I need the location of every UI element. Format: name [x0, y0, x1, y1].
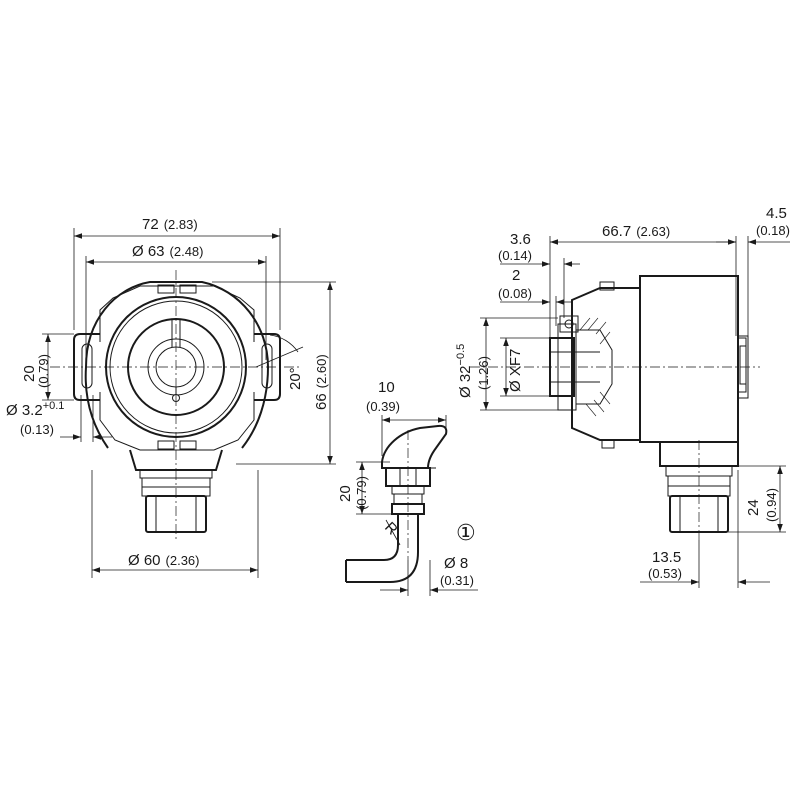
dim-dia-3-2: Ø 3.2+0.1	[6, 400, 64, 419]
dim-72: 72(2.83)	[142, 216, 198, 233]
cable-dim-dia-8-in: (0.31)	[440, 573, 474, 588]
dim-angle-20: 20°	[287, 367, 304, 390]
dim-24-in: (0.94)	[764, 488, 779, 522]
dim-66-7: 66.7(2.63)	[602, 223, 670, 240]
side-view: 66.7(2.63) 4.5 (0.18) 3.6 (0.14) 2 (0.08…	[455, 205, 790, 588]
dim-2: 2	[512, 267, 520, 284]
dim-3-6: 3.6	[510, 231, 531, 248]
dim-dia-60: Ø 60(2.36)	[128, 552, 200, 569]
dim-20: 20	[21, 365, 38, 382]
dim-20-in: (0.79)	[36, 354, 51, 388]
dim-4-5-in: (0.18)	[756, 223, 790, 238]
dim-24: 24	[745, 499, 762, 516]
note-marker-1: ①	[456, 521, 476, 546]
dim-dia-32: Ø 32−0.5	[455, 344, 474, 398]
dim-dia-3-2-in: (0.13)	[20, 422, 54, 437]
dim-dia-xf7: Ø XF7	[507, 349, 524, 392]
dim-13-5: 13.5	[652, 549, 681, 566]
cable-dim-20: 20	[337, 485, 354, 502]
dim-13-5-in: (0.53)	[648, 566, 682, 581]
dim-dia-63: Ø 63(2.48)	[132, 243, 204, 260]
dim-dia-32-in: (1.26)	[476, 356, 491, 390]
cable-dim-10-in: (0.39)	[366, 399, 400, 414]
cable-dim-10: 10	[378, 379, 395, 396]
cable-dim-dia-8: Ø 8	[444, 555, 468, 572]
dim-3-6-in: (0.14)	[498, 248, 532, 263]
dim-4-5: 4.5	[766, 205, 787, 222]
dim-2-in: (0.08)	[498, 286, 532, 301]
front-view: 72(2.83) Ø 63(2.48) 20 (0.79) Ø 3.2+0.1 …	[6, 216, 336, 578]
cable-gland-view: R 10 (0.39) 20 (0.79) Ø 8 (0.31) ①	[337, 379, 478, 596]
cable-dim-20-in: (0.79)	[354, 476, 369, 510]
dim-66: 66(2.60)	[313, 354, 330, 410]
